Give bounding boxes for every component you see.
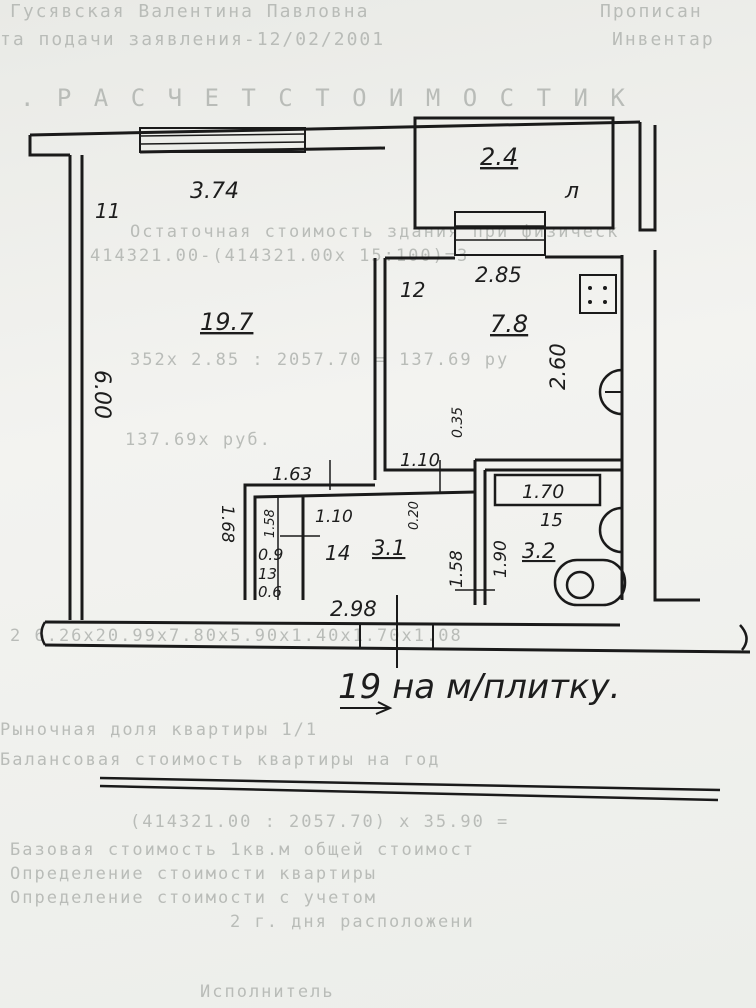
room-13-number: 13	[258, 565, 277, 583]
bg-line: Базовая стоимость 1кв.м общей стоимост	[10, 840, 475, 860]
dim-bath-tub: 1.70	[522, 481, 564, 503]
dim-room11-width: 3.74	[190, 179, 239, 204]
header-date: та подачи заявления-12/02/2001	[0, 29, 386, 50]
labels: 11 3.74 19.7 6.00 2.4 л 12 2.85 7.8 2.60…	[89, 143, 620, 707]
dim-corridor-top: 1.10	[400, 450, 440, 471]
bg-line: 137.69х руб.	[125, 430, 272, 450]
handwritten-note: 19 на м/плитку.	[338, 667, 620, 707]
bg-line: 352х 2.85 : 2057.70 = 137.69 ру	[130, 350, 510, 370]
dim-gap2: 0.20	[407, 501, 422, 530]
dim-room11-height: 6.00	[89, 370, 114, 419]
balcony-area: 2.4	[480, 143, 518, 171]
header-name: Гусявская Валентина Павловна	[10, 1, 370, 22]
bg-line: Рыночная доля квартиры 1/1	[0, 720, 319, 740]
room-11-area: 19.7	[200, 308, 254, 336]
header-inventory: Инвентар	[612, 29, 715, 50]
room-15-area: 3.2	[522, 539, 555, 563]
room-12-area: 7.8	[490, 310, 528, 338]
bg-line: Исполнитель	[200, 982, 335, 1002]
dim-hall-right: 1.58	[447, 550, 467, 588]
dim-bath-side: 1.90	[491, 540, 511, 578]
bg-line: 2 6.26х20.99х7.80х5.90х1.40х1.70х1.08	[10, 626, 463, 646]
dim-closet-bottom: 0.6	[258, 583, 282, 601]
bg-line: (414321.00 : 2057.70) х 35.90 =	[130, 812, 510, 832]
balcony-mark: л	[564, 179, 579, 204]
bg-line: Балансовая стоимость квартиры на год	[0, 750, 441, 770]
room-15-number: 15	[540, 510, 563, 531]
walls	[28, 116, 751, 802]
dim-closet-top: 1.10	[315, 507, 353, 527]
dim-hall-left: 1.63	[272, 464, 312, 485]
dim-hall-bottom: 2.98	[330, 597, 377, 621]
section-title: . Р А С Ч Е Т С Т О И М О С Т И К	[20, 84, 629, 112]
bg-line: 2 г. дня расположени	[230, 912, 475, 932]
dim-closet-side: 1.58	[263, 509, 278, 538]
room-14-area: 3.1	[372, 536, 405, 560]
dim-kitchen-width: 2.85	[475, 263, 522, 287]
dim-kitchen-height: 2.60	[546, 343, 570, 390]
room-11-number: 11	[95, 199, 120, 223]
room-12-number: 12	[400, 278, 425, 302]
bg-line: Определение стоимости квартиры	[10, 864, 378, 884]
bg-line: Определение стоимости с учетом	[10, 888, 378, 908]
room-14-number: 14	[325, 541, 350, 565]
bg-line: 414321.00-(414321.00х 15:100)=3	[90, 246, 470, 266]
dim-gap: 0.35	[450, 407, 466, 438]
room-13-area: 0.9	[258, 545, 283, 564]
header-name-right: Прописан	[600, 1, 703, 22]
dim-hall-left-height: 1.68	[217, 505, 237, 543]
